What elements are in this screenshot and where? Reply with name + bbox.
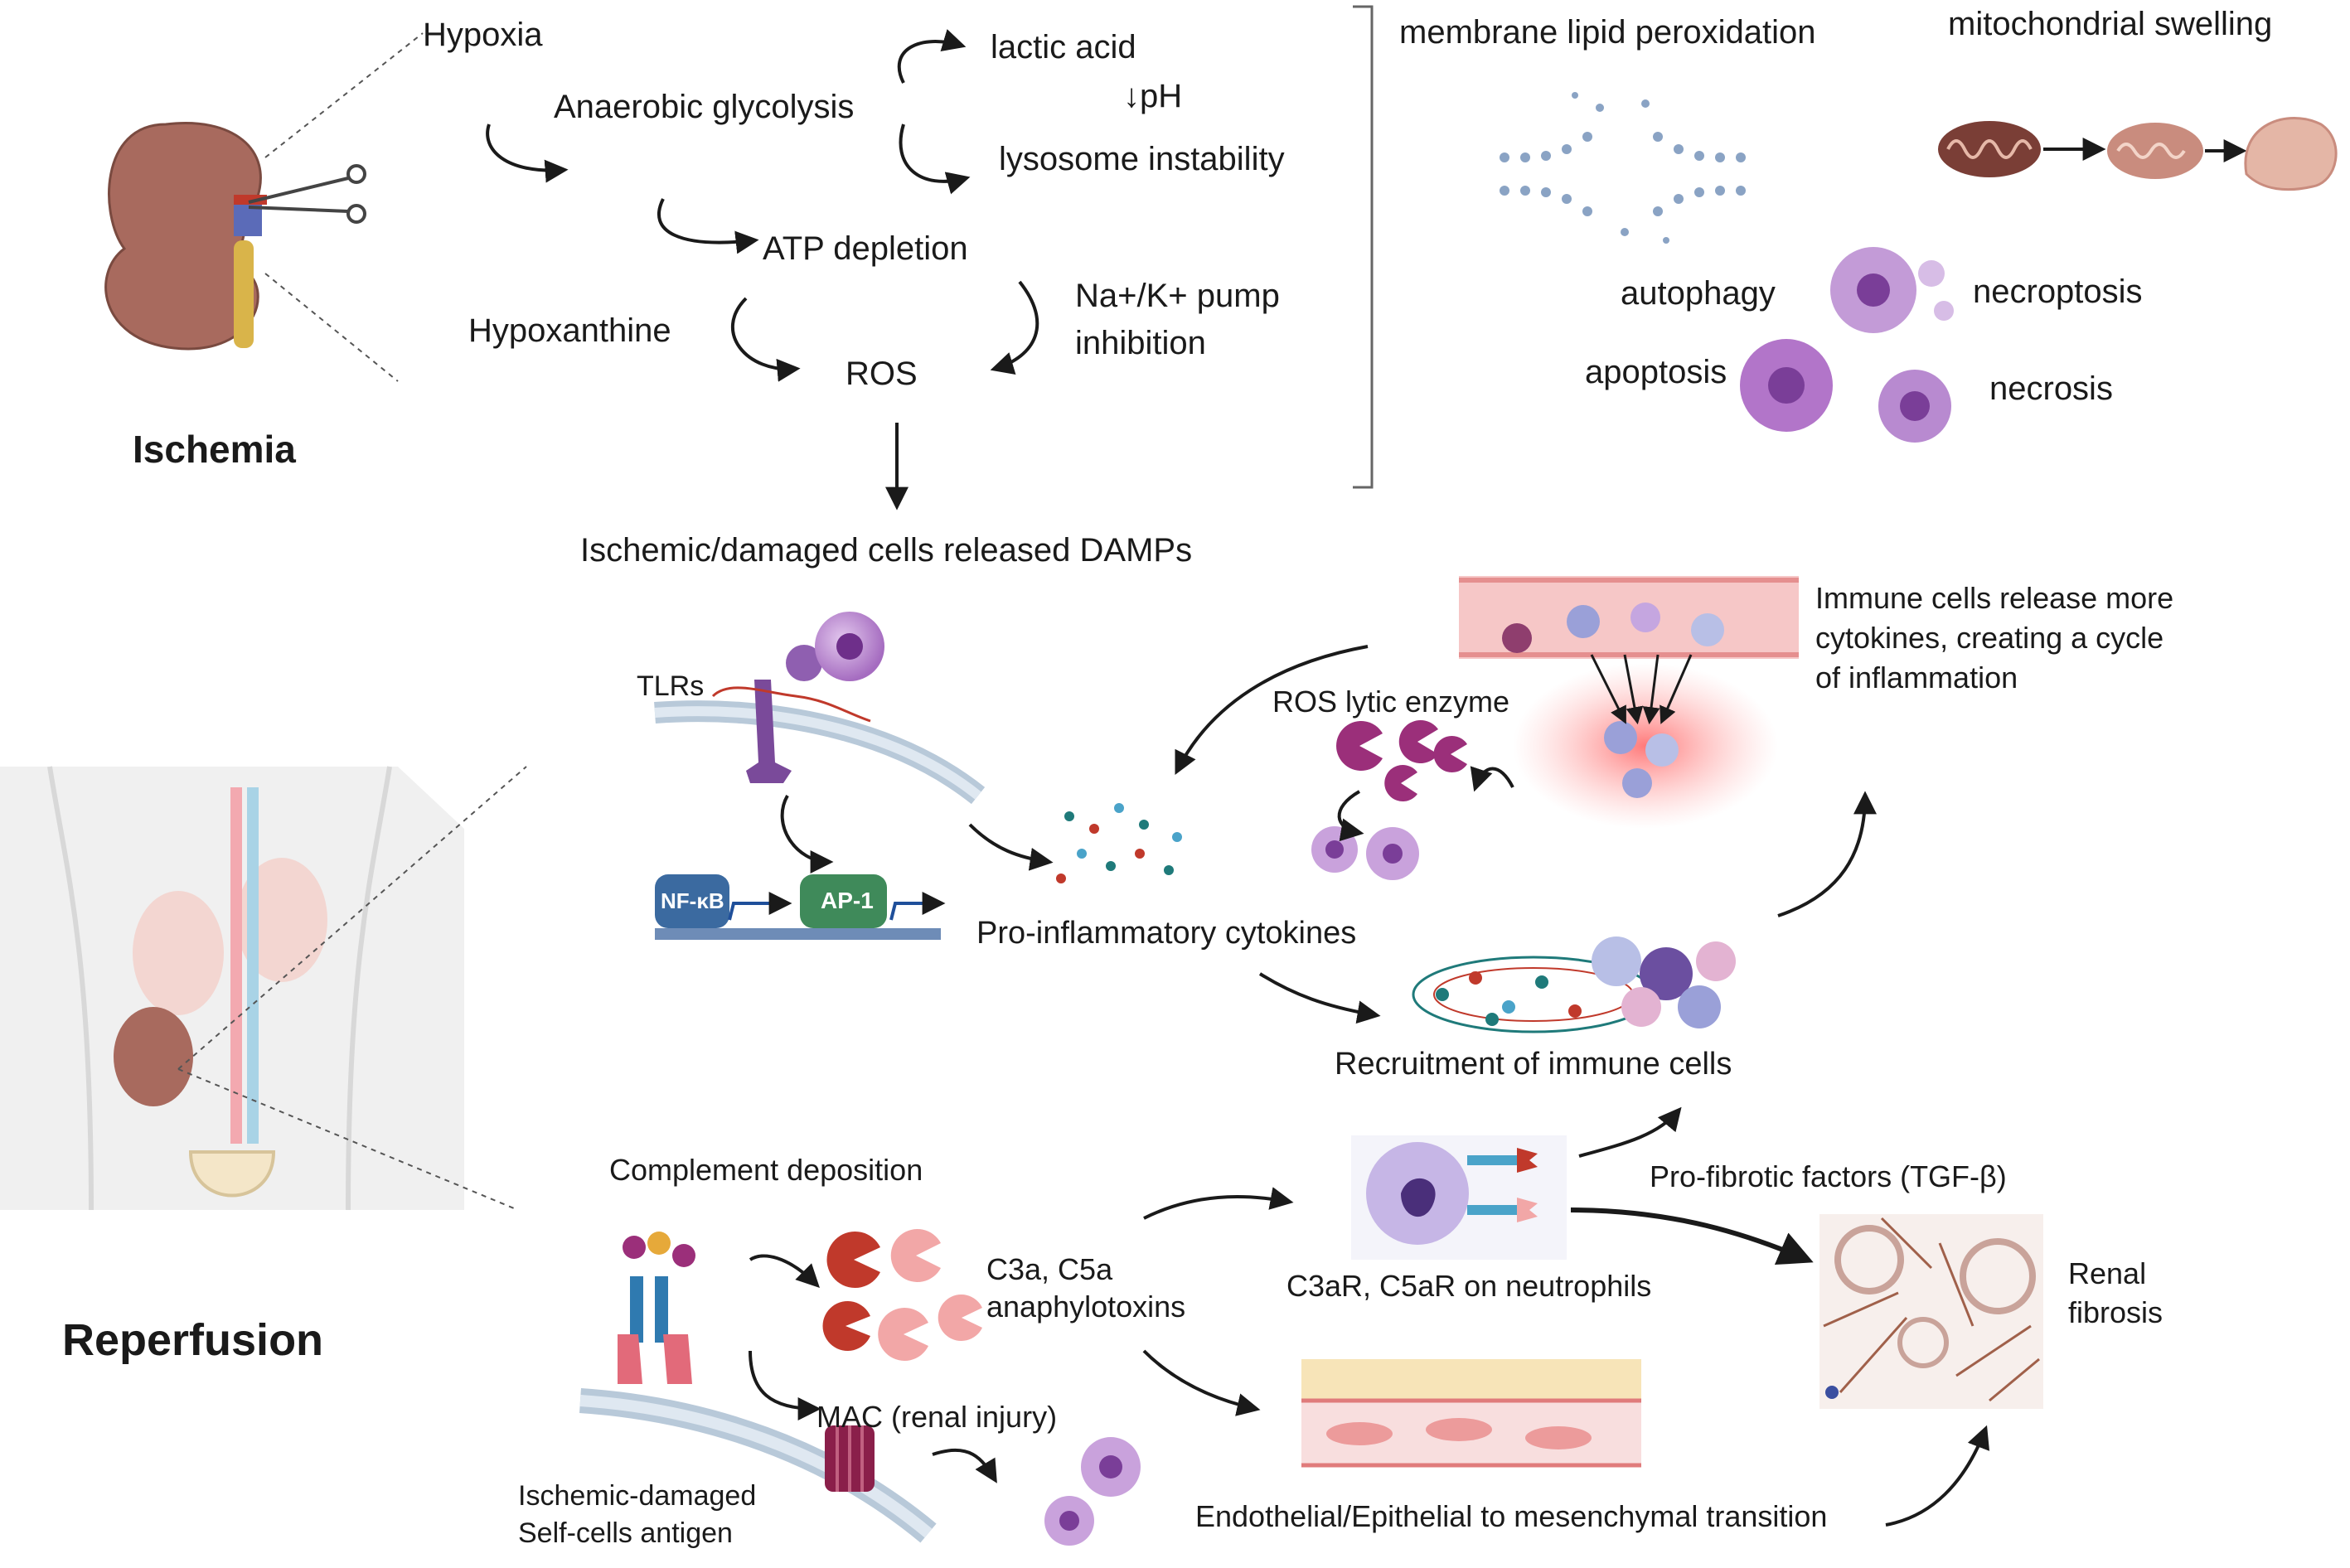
renal-fibrosis-label-2: fibrosis: [2068, 1295, 2163, 1329]
hypoxia-label: Hypoxia: [423, 17, 543, 53]
complement-deposition-label: Complement deposition: [609, 1153, 923, 1187]
ischemia-cascade-arrows: [486, 29, 1039, 511]
lipid-membrane-icon: [1500, 92, 1746, 244]
tlr-membrane-illustration: [654, 612, 986, 940]
damps-label: Ischemic/damaged cells released DAMPs: [580, 532, 1193, 569]
kidney-clamp-illustration: [104, 32, 424, 382]
anaerobic-glycolysis-label: Anaerobic glycolysis: [554, 89, 855, 125]
inflammation-glow-icon: [1513, 663, 1778, 829]
nfkb-icon: [655, 874, 729, 928]
anaphylatoxins-label-2: anaphylotoxins: [986, 1290, 1186, 1324]
mac-pore-icon: [825, 1425, 875, 1492]
anaphylatoxin-icons: [822, 1229, 982, 1361]
ph-label: ↓pH: [1123, 78, 1183, 114]
immune-cells-cluster-icon: [1412, 936, 1736, 1033]
inflammation-arrows: [780, 645, 1877, 1024]
receptors-label: C3aR, C5aR on neutrophils: [1286, 1269, 1652, 1303]
kidney-icon: [104, 122, 262, 351]
necroptosis-label: necroptosis: [1973, 273, 2143, 310]
anaphylatoxins-label-1: C3a, C5a: [986, 1252, 1113, 1286]
ureter-icon: [234, 240, 254, 348]
dna-icon: [655, 928, 941, 940]
pump-inhibition-label-2: inhibition: [1075, 325, 1206, 361]
epithelium-tissue-illustration: [1301, 1359, 1641, 1468]
nfkb-label: NF-κB: [661, 888, 724, 913]
complement-arrows: [749, 1106, 1990, 1527]
tlrs-label: TLRs: [637, 670, 705, 702]
self-antigen-label-2: Self-cells antigen: [518, 1517, 733, 1549]
complement-membrane-illustration: [579, 1232, 1141, 1546]
antibody-complement-icon: [618, 1232, 695, 1384]
ap1-icon: [800, 874, 887, 928]
cell-damage-bracket: [1353, 5, 1374, 489]
tlr-receptor-icon: [746, 680, 792, 783]
autophagy-label: autophagy: [1621, 275, 1776, 312]
hypoxanthine-label: Hypoxanthine: [468, 312, 671, 349]
pro-inflammatory-cytokines-label: Pro-inflammatory cytokines: [976, 916, 1357, 951]
atp-depletion-label: ATP depletion: [763, 230, 968, 267]
ros-lytic-enzyme-label: ROS lytic enzyme: [1272, 685, 1510, 719]
self-antigen-label-1: Ischemic-damaged: [518, 1480, 757, 1512]
pro-fibrotic-label: Pro-fibrotic factors (TGF-β): [1650, 1159, 2007, 1193]
renal-artery-icon: [234, 195, 267, 205]
ros-label: ROS: [846, 356, 918, 392]
body-illustration: [0, 766, 527, 1211]
renal-fibrosis-label-1: Renal: [2068, 1256, 2147, 1290]
recruitment-label: Recruitment of immune cells: [1335, 1047, 1732, 1082]
cytokines-icon: [1056, 803, 1182, 883]
immune-cycle-label-2: cytokines, creating a cycle: [1815, 621, 2164, 655]
reperfusion-heading: Reperfusion: [62, 1315, 324, 1365]
renal-fibrosis-illustration: [1819, 1214, 2043, 1409]
clamp-icon: [248, 164, 366, 224]
apoptosis-label: apoptosis: [1585, 354, 1727, 390]
emt-label: Endothelial/Epithelial to mesenchymal tr…: [1195, 1499, 1828, 1533]
immune-cycle-label-1: Immune cells release more: [1815, 581, 2174, 615]
mitochondria-icon: [1938, 117, 2338, 191]
immune-cycle-label-3: of inflammation: [1815, 661, 2018, 694]
ap1-label: AP-1: [821, 888, 874, 913]
mitochondrial-swelling-label: mitochondrial swelling: [1948, 6, 2273, 42]
lytic-enzyme-icons: [1336, 720, 1467, 801]
lactic-acid-label: lactic acid: [991, 29, 1136, 65]
affected-kidney-icon: [114, 1007, 193, 1106]
ischemia-heading: Ischemia: [133, 428, 296, 471]
lysosome-instability-label: lysosome instability: [999, 141, 1285, 177]
cell-death-icons: [1740, 247, 1954, 443]
pump-inhibition-label-1: Na+/K+ pump: [1075, 278, 1280, 314]
blood-vessel-illustration: [1459, 576, 1799, 829]
neutrophil-illustration: [1351, 1135, 1567, 1260]
necrosis-label: necrosis: [1989, 370, 2113, 407]
mac-label: MAC (renal injury): [816, 1400, 1058, 1434]
damaged-cells-icons: [1311, 826, 1419, 880]
membrane-lipid-peroxidation-label: membrane lipid peroxidation: [1399, 14, 1816, 51]
